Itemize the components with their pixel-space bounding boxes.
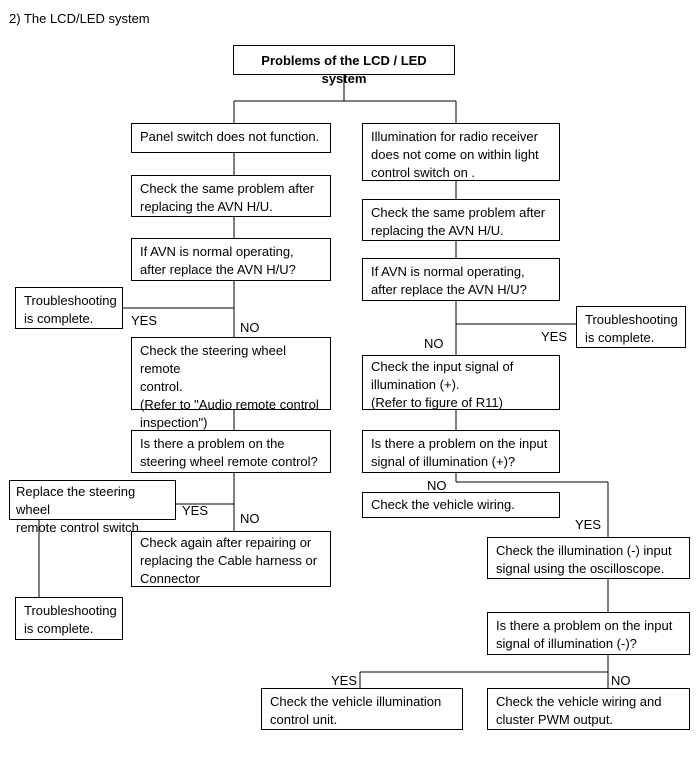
- replace-steering-switch-box: Replace the steering wheel remote contro…: [9, 480, 176, 535]
- yes-label-right-2: YES: [575, 517, 602, 532]
- section-heading: 2) The LCD/LED system: [9, 11, 150, 26]
- input-signal-plus-question: Is there a problem on the input signal o…: [362, 430, 560, 473]
- check-wiring-pwm-box: Check the vehicle wiring and cluster PWM…: [487, 688, 690, 730]
- check-cable-harness-box: Check again after repairing or replacing…: [131, 531, 331, 587]
- input-signal-minus-question: Is there a problem on the input signal o…: [487, 612, 690, 655]
- yes-label-right-1: YES: [541, 329, 568, 344]
- troubleshooting-complete-box-3: Troubleshooting is complete.: [576, 306, 686, 348]
- problem-title-box: Problems of the LCD / LED system: [233, 45, 455, 86]
- yes-label-right-3: YES: [331, 673, 358, 688]
- check-vehicle-wiring-box: Check the vehicle wiring.: [362, 492, 560, 518]
- panel-switch-box: Panel switch does not function.: [131, 123, 331, 153]
- check-steering-remote-box: Check the steering wheel remote control.…: [131, 337, 331, 430]
- troubleshooting-complete-box-1: Troubleshooting is complete.: [15, 287, 123, 329]
- yes-label-left-2: YES: [182, 503, 209, 518]
- no-label-right-3: NO: [611, 673, 631, 688]
- avn-normal-question-right: If AVN is normal operating, after replac…: [362, 258, 560, 301]
- no-label-right-1: NO: [424, 336, 444, 351]
- check-illumination-minus-box: Check the illumination (-) input signal …: [487, 537, 690, 579]
- illumination-radio-box: Illumination for radio receiver does not…: [362, 123, 560, 181]
- check-after-replace-box-left: Check the same problem after replacing t…: [131, 175, 331, 217]
- steering-remote-question: Is there a problem on the steering wheel…: [131, 430, 331, 473]
- no-label-left-1: NO: [240, 320, 260, 335]
- troubleshooting-complete-box-2: Troubleshooting is complete.: [15, 597, 123, 640]
- check-after-replace-box-right: Check the same problem after replacing t…: [362, 199, 560, 241]
- check-input-signal-plus-box: Check the input signal of illumination (…: [362, 355, 560, 410]
- avn-normal-question-left: If AVN is normal operating, after replac…: [131, 238, 331, 281]
- no-label-left-2: NO: [240, 511, 260, 526]
- yes-label-left-1: YES: [131, 313, 158, 328]
- check-illumination-control-unit-box: Check the vehicle illumination control u…: [261, 688, 463, 730]
- no-label-right-2: NO: [427, 478, 447, 493]
